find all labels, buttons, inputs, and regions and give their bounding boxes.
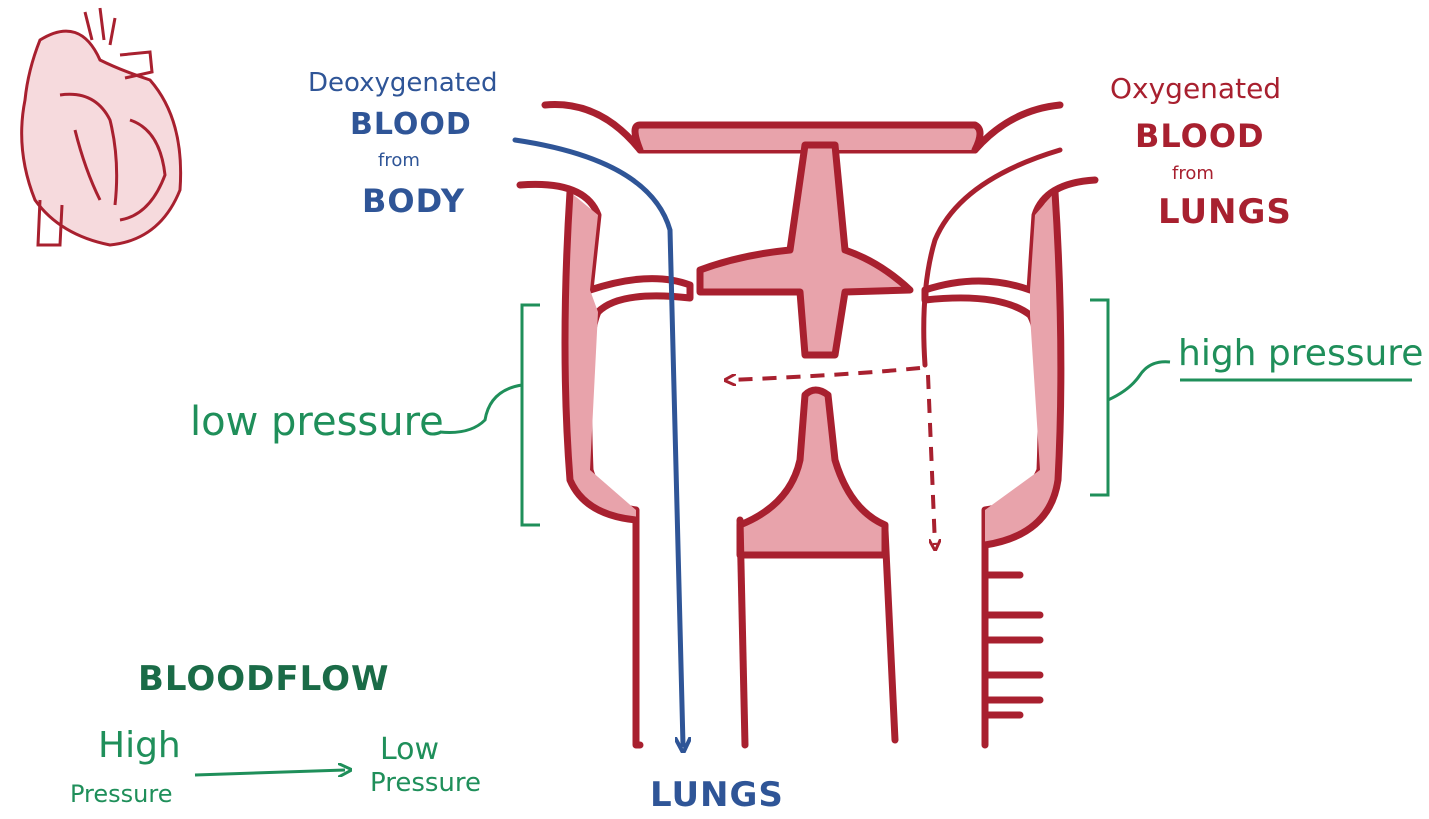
left-inflow-line4: BODY xyxy=(362,185,465,217)
heart-icon xyxy=(22,8,181,245)
high-pressure-bracket xyxy=(1090,300,1170,495)
right-inflow-line1: Oxygenated xyxy=(1110,75,1281,103)
right-inflow-line2: BLOOD xyxy=(1135,120,1265,152)
legend-to-line2: Pressure xyxy=(370,770,481,796)
legend-title: BLOODFLOW xyxy=(138,662,389,696)
heart-chambers xyxy=(520,105,1095,745)
shunt-arrow-down xyxy=(928,375,935,545)
left-inflow-line2: BLOOD xyxy=(350,110,472,140)
right-inflow-line4: LUNGS xyxy=(1158,195,1292,229)
lungs-outflow-label: LUNGS xyxy=(650,778,784,812)
left-inflow-line1: Deoxygenated xyxy=(308,70,498,96)
legend-from-line2: Pressure xyxy=(70,782,172,806)
low-pressure-bracket xyxy=(440,305,540,525)
high-pressure-label: high pressure xyxy=(1178,336,1423,372)
legend-to-line1: Low xyxy=(380,735,439,765)
right-inflow-line3: from xyxy=(1172,165,1214,183)
low-pressure-label: low pressure xyxy=(190,402,444,442)
shunt-arrow-left xyxy=(730,368,920,380)
legend-arrow xyxy=(195,770,345,775)
left-inflow-line3: from xyxy=(378,152,420,170)
legend-from-line1: High xyxy=(98,728,181,764)
